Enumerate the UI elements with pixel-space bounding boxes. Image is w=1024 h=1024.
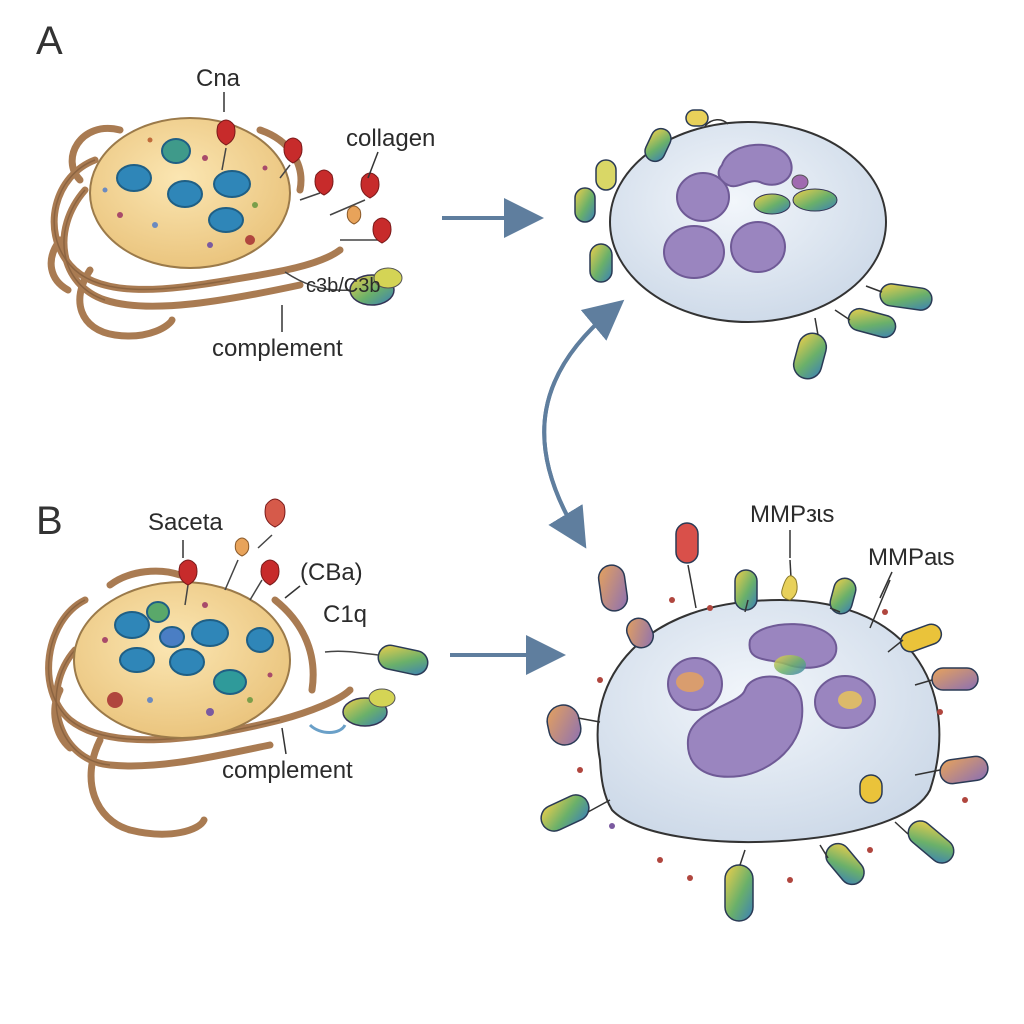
label-c3b: c3b/C3b xyxy=(306,275,381,297)
macrophage-1 xyxy=(574,109,933,380)
label-complement-a: complement xyxy=(212,335,343,362)
macrophage-1-internal xyxy=(753,174,838,215)
label-mmp-1: MMPзɩs xyxy=(750,501,834,528)
label-saceta: Saceta xyxy=(148,509,223,536)
macrophage-2 xyxy=(540,522,989,922)
arrow-macrophage-1-to-2 xyxy=(542,299,625,537)
red-molecules-b xyxy=(178,498,286,606)
label-c1q: C1q xyxy=(323,601,367,628)
cell-a xyxy=(47,117,403,340)
label-collagen: collagen xyxy=(346,125,435,152)
cell-a-speckles xyxy=(102,137,268,248)
cell-b-nuclei xyxy=(114,601,274,695)
label-mmp-2: MMPaɩs xyxy=(868,544,955,571)
macrophage-2-receptors xyxy=(540,522,989,922)
c3b-cluster-a xyxy=(284,267,403,306)
panel-b-letter: B xyxy=(36,499,63,543)
macrophage-2-internal xyxy=(676,655,862,709)
cell-b xyxy=(45,498,429,838)
cell-b-speckles xyxy=(102,602,273,716)
panel-a-letter: A xyxy=(36,19,63,63)
red-molecules-a xyxy=(216,119,392,244)
macrophage-1-receptors xyxy=(574,109,933,380)
cell-a-nuclei xyxy=(116,138,251,233)
macrophage-2-dots xyxy=(577,597,968,883)
label-cna: Cna xyxy=(196,65,241,92)
c1q-cluster-b xyxy=(308,644,429,734)
macrophage-1-nuclei xyxy=(663,143,793,279)
label-complement-b: complement xyxy=(222,757,353,784)
label-cba: (CBa) xyxy=(300,559,363,586)
